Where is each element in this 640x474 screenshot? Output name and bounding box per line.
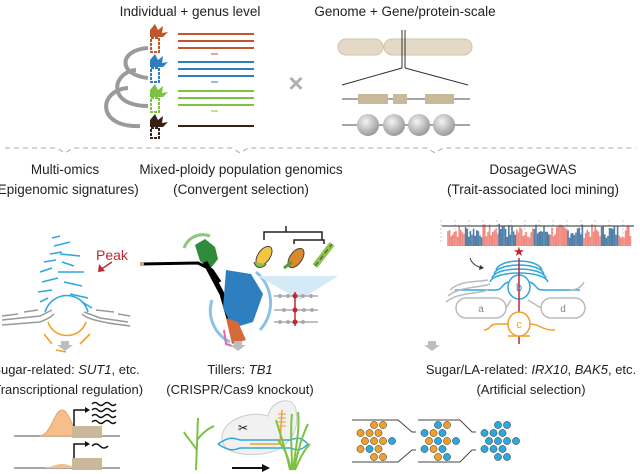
individual-dot (370, 421, 378, 429)
individual-dot (503, 437, 511, 445)
individual-dot (489, 429, 498, 437)
down-arrow-icon (57, 341, 73, 351)
cross-icon: × (288, 68, 303, 98)
individual-dot (503, 453, 511, 461)
star-icon: ★ (513, 244, 525, 259)
individual-dot (420, 445, 429, 453)
species-cladogram (253, 226, 338, 326)
individual-dot (480, 429, 489, 437)
single-tiller-plant-icon (183, 417, 215, 471)
individual-dot (512, 437, 520, 445)
sugarcane-icon (312, 242, 335, 268)
individual-dot (443, 437, 451, 445)
individual-dot (370, 437, 378, 445)
individual-dot (494, 421, 502, 429)
plant-icon-orange (150, 24, 168, 53)
individual-dot (480, 445, 489, 453)
individual-dot (374, 445, 383, 453)
dosagegwas-result-subtitle: (Artificial selection) (476, 382, 585, 397)
low-expression-wave-icon (91, 443, 109, 449)
individual-dot (498, 429, 507, 437)
high-expression-wave-icon (91, 401, 117, 425)
individual-dot (485, 437, 493, 445)
multi-omics-title: Multi-omics (31, 162, 100, 177)
peak-label: Peak (96, 247, 129, 263)
multi-tiller-plant-icon (275, 411, 311, 471)
protein-nucleosomes (342, 114, 470, 136)
individual-dot (429, 445, 438, 453)
individual-dot (379, 421, 387, 429)
individual-dot (503, 421, 511, 429)
individual-dot (425, 437, 433, 445)
section-divider (5, 147, 636, 154)
locus-c-label: c (516, 319, 522, 331)
individual-dot (494, 453, 502, 461)
individual-dot (452, 437, 460, 445)
individual-dot (370, 453, 378, 461)
individual-dot (498, 445, 507, 453)
dosagegwas-subtitle: (Trait-associated loci mining) (447, 182, 619, 197)
gene-model (342, 94, 470, 104)
manhattan-plot (440, 220, 634, 246)
haplotype-lines (178, 33, 254, 127)
epigenome-peak-illustration: Peak (1, 235, 131, 353)
individual-dot (379, 437, 387, 445)
population-result-subtitle: (CRISPR/Cas9 knockout) (166, 382, 313, 397)
population-genomics-subtitle: (Convergent selection) (173, 182, 309, 197)
maize-icon (253, 245, 273, 268)
plant-icon-green (150, 84, 168, 113)
down-arrow-icon (424, 341, 440, 351)
down-arrows (57, 341, 440, 351)
convergent-loci (274, 292, 318, 326)
individual-dot (379, 453, 387, 461)
individual-dot (489, 445, 498, 453)
individual-dot (365, 429, 374, 437)
phylogenetic-tree-illustration (139, 233, 273, 347)
right-top-title: Genome + Gene/protein-scale (314, 4, 495, 19)
plant-icon-blue (150, 54, 168, 83)
population-genomics-title: Mixed-ploidy population genomics (139, 162, 343, 177)
individual-dot (361, 437, 369, 445)
individual-dot (434, 421, 442, 429)
chromosome (337, 30, 473, 86)
locus-diagram: ★ a d b c (445, 244, 586, 344)
individual-dot (438, 429, 447, 437)
plant-icon-dark (150, 114, 168, 139)
individual-dot (443, 421, 451, 429)
population-result: Tillers: TB1 (207, 362, 272, 377)
individual-dot (356, 429, 365, 437)
individual-dot (420, 429, 429, 437)
multi-omics-subtitle: (Epigenomic signatures) (0, 182, 139, 197)
locus-d-label: d (560, 304, 566, 315)
locus-a-label: a (478, 304, 484, 315)
plant-icons (150, 24, 168, 139)
cas9-complex (221, 400, 298, 455)
scissors-icon: ✂ (238, 421, 248, 435)
individual-dot (388, 437, 396, 445)
individual-dot (374, 429, 383, 437)
multi-omics-result-subtitle: (Transcriptional regulation) (0, 382, 143, 397)
funnel-shape (258, 276, 338, 300)
individual-dot (429, 429, 438, 437)
individual-dot (443, 453, 451, 461)
dosagegwas-result: Sugar/LA-related: IRX10, BAK5, etc. (426, 362, 636, 377)
individual-dot (356, 445, 365, 453)
sorghum-icon (283, 247, 305, 270)
individual-dot (494, 437, 502, 445)
multi-omics-result: Sugar-related: SUT1, etc. (0, 362, 140, 377)
left-top-title: Individual + genus level (120, 4, 261, 19)
down-arrow-icon (230, 341, 246, 351)
individual-dot (438, 445, 447, 453)
phylogeny-tree (104, 46, 149, 129)
crispr-illustration: ✂ (183, 400, 311, 472)
individual-dot (365, 445, 374, 453)
artificial-selection-illustration (352, 419, 520, 463)
dosagegwas-title: DosageGWAS (489, 162, 576, 177)
individual-dot (434, 437, 442, 445)
transcription-illustration (14, 401, 120, 470)
individual-dot (434, 453, 442, 461)
